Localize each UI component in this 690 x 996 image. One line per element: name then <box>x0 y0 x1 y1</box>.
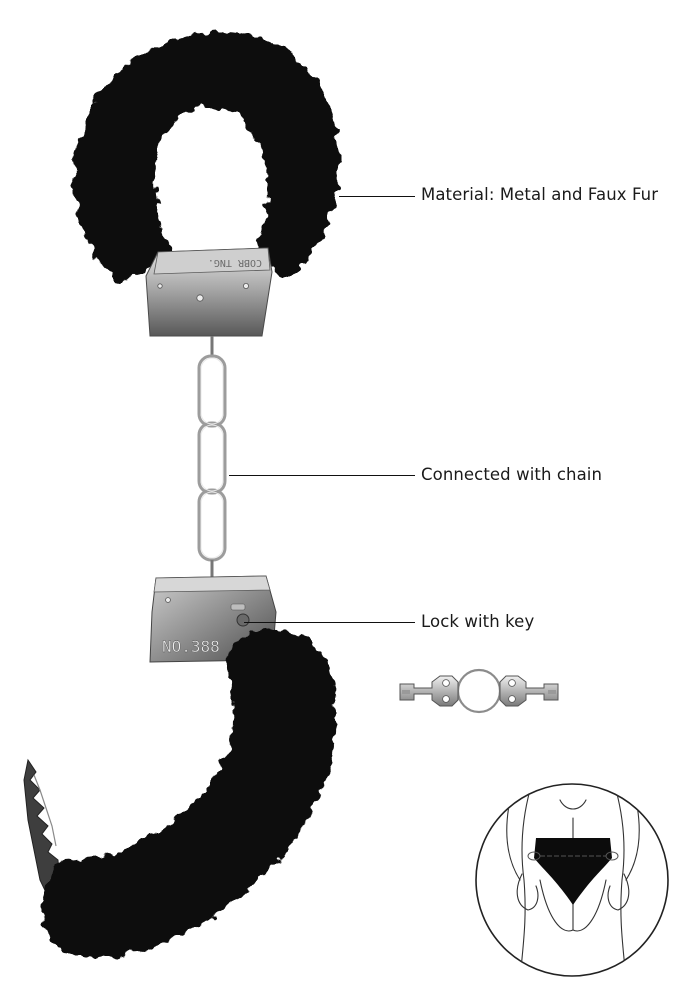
chain-callout: Connected with chain <box>421 465 603 484</box>
upper-cuff-fur <box>73 32 339 282</box>
upper-lock-box: COBR TNG. <box>145 247 273 337</box>
keys-icon <box>399 668 559 714</box>
lower-cuff-fur <box>42 628 337 959</box>
underwear <box>534 838 612 905</box>
lock-leader-line <box>244 622 415 623</box>
chain-leader-line <box>229 475 415 476</box>
usage-illustration <box>475 783 669 977</box>
model-stamp: NO.388 <box>162 637 220 656</box>
ratchet-blade <box>23 758 61 906</box>
keyhole-icon <box>230 603 250 627</box>
svg-text:COBR TNG.: COBR TNG. <box>208 257 262 268</box>
mini-chain <box>527 851 619 861</box>
material-leader-line <box>339 196 415 197</box>
chain-highlight <box>200 357 224 559</box>
chain <box>197 336 227 578</box>
right-key <box>499 675 559 707</box>
lock-callout: Lock with key <box>421 612 535 631</box>
left-key <box>399 675 459 707</box>
material-callout: Material: Metal and Faux Fur <box>421 185 659 204</box>
